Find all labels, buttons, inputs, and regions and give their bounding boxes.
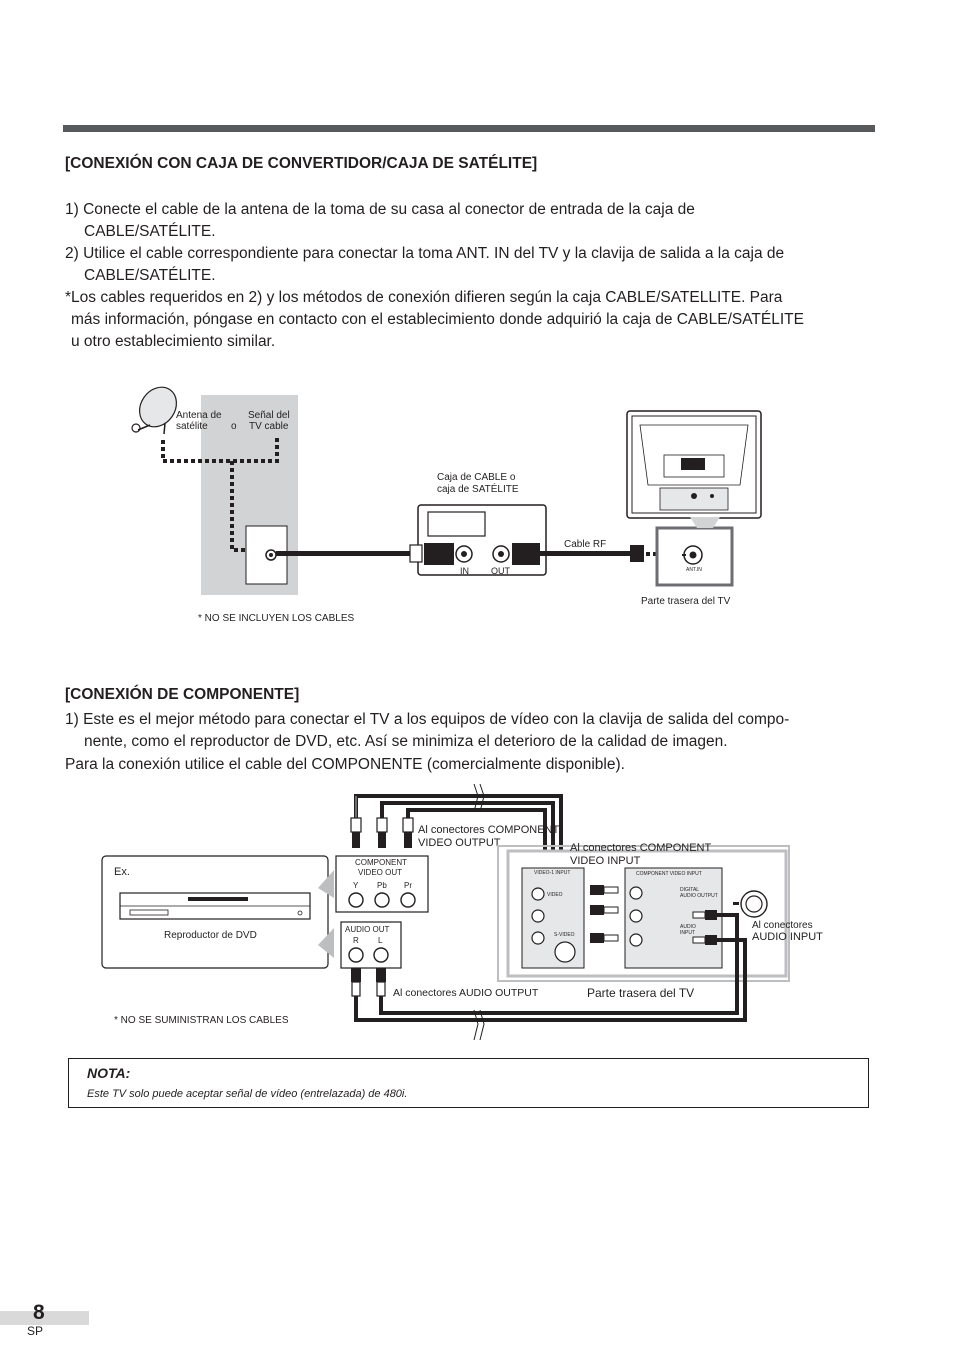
digital-audio-output-label: AUDIO OUTPUT	[680, 893, 718, 899]
section1-line: 1) Conecte el cable de la antena de la t…	[65, 201, 695, 218]
dvd-player-icon	[119, 892, 311, 920]
satellite-connection-diagram: Antena de satélite o Señal del TV cable …	[131, 386, 762, 624]
section2-line: Para la conexión utilice el cable del CO…	[65, 756, 625, 773]
audio-cables	[354, 913, 747, 1022]
to-component-output-label: VIDEO OUTPUT	[418, 837, 501, 849]
section2-line: nente, como el reproductor de DVD, etc. …	[84, 733, 728, 750]
satellite-dish-icon	[131, 386, 178, 435]
section1-line: u otro establecimiento similar.	[71, 333, 276, 350]
audio-out-label: AUDIO OUT	[345, 925, 390, 934]
tv-cable-label: Señal del	[248, 410, 290, 421]
to-component-output-label: Al conectores COMPONENT	[418, 824, 559, 836]
section1-line: *Los cables requeridos en 2) y los métod…	[65, 289, 783, 306]
coax-cable	[276, 551, 416, 556]
dvd-label: Reproductor de DVD	[164, 930, 257, 941]
s-video-label: S-VIDEO	[554, 932, 575, 938]
to-audio-input-label: Al conectores	[752, 920, 813, 931]
or-label: o	[231, 421, 237, 432]
section2-line: 1) Este es el mejor método para conectar…	[65, 711, 790, 728]
audio-plugs	[351, 968, 386, 997]
ant-in-label: ANT.IN	[686, 567, 702, 573]
no-cables-label: * NO SE SUMINISTRAN LOS CABLES	[114, 1015, 289, 1026]
section1-line: más información, póngase en contacto con…	[71, 311, 804, 328]
cable-rf-label: Cable RF	[564, 539, 606, 550]
converter-box-label: Caja de CABLE o	[437, 472, 516, 483]
ex-label: Ex.	[114, 866, 130, 878]
tv-rear-label: Parte trasera del TV	[587, 986, 694, 1000]
r-label: R	[353, 936, 359, 945]
l-label: L	[378, 936, 383, 945]
antenna-label: Antena de	[176, 410, 222, 421]
rf-cable	[540, 551, 632, 556]
to-audio-output-label: Al conectores AUDIO OUTPUT	[393, 987, 539, 999]
digital-audio-output-label: DIGITAL	[680, 887, 699, 893]
page-number-bar	[0, 1311, 89, 1325]
pb-label: Pb	[377, 881, 387, 890]
tv-rear-label: Parte trasera del TV	[641, 596, 731, 607]
note-box: NOTA: Este TV solo puede aceptar señal d…	[68, 1058, 869, 1108]
tv-rear-icon	[626, 410, 762, 519]
section1-line: 2) Utilice el cable correspondiente para…	[65, 245, 785, 262]
component-video-out-label: COMPONENT	[355, 858, 407, 867]
no-cables-label: * NO SE INCLUYEN LOS CABLES	[198, 613, 354, 624]
component-connection-diagram: Ex. Reproductor de DVD COMPONENT VIDEO O…	[101, 783, 823, 1041]
component-plugs	[350, 817, 414, 848]
audio-input-small-label: AUDIO	[680, 924, 696, 930]
component-video-input-label: COMPONENT VIDEO INPUT	[636, 871, 702, 877]
section1-heading: [CONEXIÓN CON CAJA DE CONVERTIDOR/CAJA D…	[65, 155, 538, 172]
video-label: VIDEO	[547, 892, 563, 898]
video1-input-label: VIDEO-1 INPUT	[534, 870, 570, 876]
audio-input-small-label: INPUT	[680, 930, 695, 936]
page-number: 8	[33, 1301, 45, 1324]
component-video-out-label: VIDEO OUT	[358, 868, 402, 877]
converter-box-label: caja de SATÉLITE	[437, 482, 519, 495]
tv-cable-label: TV cable	[249, 421, 289, 432]
pr-label: Pr	[404, 881, 412, 890]
to-audio-input-label: AUDIO INPUT	[752, 931, 823, 943]
note-body: Este TV solo puede aceptar señal de víde…	[87, 1088, 408, 1100]
section2-heading: [CONEXIÓN DE COMPONENTE]	[65, 686, 300, 703]
in-label: IN	[460, 566, 469, 576]
tv-audio-plugs	[692, 910, 717, 945]
language-code: SP	[27, 1324, 44, 1338]
antenna-label: satélite	[176, 421, 208, 432]
out-label: OUT	[491, 566, 511, 576]
section1-line: CABLE/SATÉLITE.	[84, 223, 216, 240]
section1-line: CABLE/SATÉLITE.	[84, 267, 216, 284]
to-component-input-label: Al conectores COMPONENT	[570, 842, 711, 854]
y-label: Y	[353, 881, 359, 890]
to-component-input-label: VIDEO INPUT	[570, 855, 641, 867]
tv-component-plugs	[590, 885, 619, 943]
top-rule	[63, 125, 875, 132]
note-title: NOTA:	[87, 1065, 131, 1081]
